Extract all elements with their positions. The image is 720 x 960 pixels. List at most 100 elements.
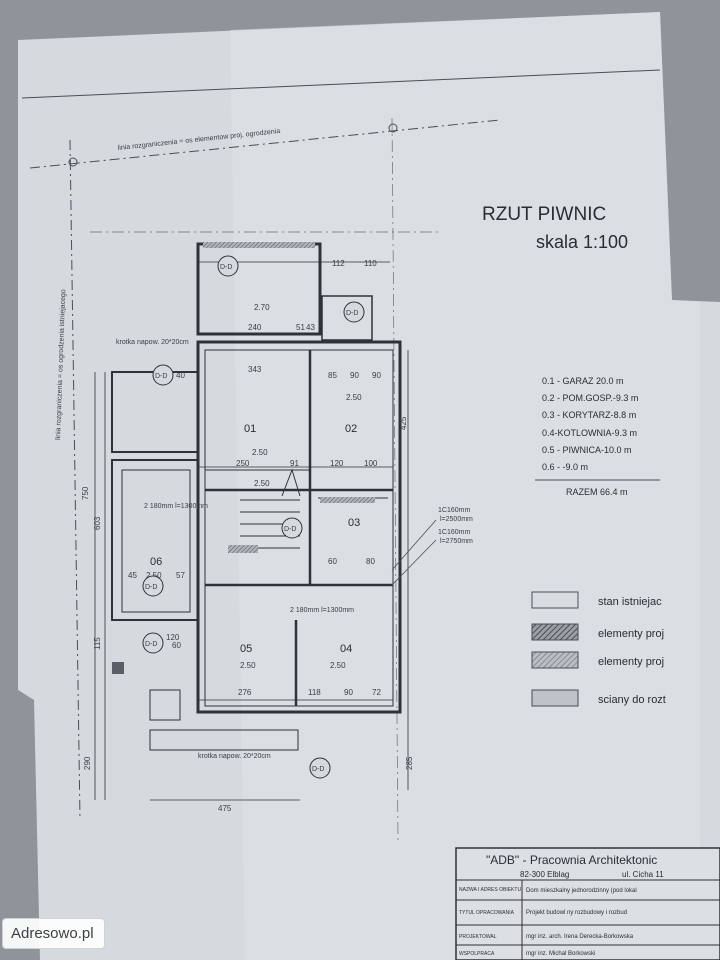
title-block-row-value: Projekt budowl ny rozbudowy i rozbud	[526, 910, 627, 916]
dimension: 100	[364, 459, 378, 468]
dimension: 250	[236, 459, 250, 468]
wing-inner	[121, 469, 191, 613]
title-block-street: ul. Cicha 11	[622, 870, 664, 879]
room-area-item: 0.1 - GARAZ 20.0 m	[542, 376, 624, 386]
legend-label: elementy proj	[598, 656, 664, 668]
lightwell	[149, 729, 299, 751]
dimension: 118	[308, 688, 321, 697]
plan-note: 2 180mm l=1300mm	[144, 503, 208, 510]
paper-fold	[230, 12, 700, 960]
grid-marker	[388, 123, 398, 133]
room-label-02: 02	[345, 423, 357, 435]
dimension: 72	[372, 688, 381, 697]
legend-label: stan istniejac	[598, 596, 662, 608]
dimension: 40	[176, 371, 185, 380]
dimension: 240	[248, 323, 262, 332]
room-label-04: 04	[340, 643, 352, 655]
section-markers	[142, 255, 365, 779]
title-block-firm: "ADB" - Pracownia Architektonic	[486, 853, 657, 867]
title-block-city: 82-300 Elblag	[520, 870, 569, 879]
section-label: D-D	[145, 584, 157, 591]
dimension: 120	[330, 459, 344, 468]
room-area-item: 0.6 - -9.0 m	[542, 462, 588, 472]
room-label-06: 06	[150, 556, 162, 568]
title-block-row-label: WSPOLPRACA	[459, 951, 495, 957]
axis-vertical	[391, 117, 399, 841]
section-marker	[217, 255, 239, 277]
watermark-logo: Adresowo.pl	[2, 918, 105, 949]
section-marker	[142, 632, 164, 654]
level-label: 2.50	[146, 571, 162, 580]
section-label: D-D	[155, 373, 167, 380]
terrace-steps	[321, 295, 373, 341]
dimension: 43	[306, 323, 315, 332]
dimension: 85	[328, 371, 337, 380]
legend: stan istniejac elementy proj elementy pr…	[531, 591, 666, 707]
level-label: 2.50	[252, 448, 268, 457]
room-area-item: 0.5 - PIWNICA-10.0 m	[542, 445, 632, 455]
title-block-row-label: TYTUL OPRACOWANIA	[459, 910, 515, 916]
dimension: 60	[172, 641, 181, 650]
title-block-row-label: PROJEKTOWAL	[459, 934, 497, 940]
dimension: 90	[372, 371, 381, 380]
level-label: 2.50	[240, 661, 256, 670]
title-block-frame	[455, 847, 720, 960]
leader-line	[391, 519, 437, 571]
dimension: 110	[364, 259, 377, 268]
boundary-line-vertical	[69, 139, 81, 821]
lintel-sub: l=2500mm	[440, 516, 473, 523]
dimension: 285	[405, 756, 414, 770]
inner-wall-line	[204, 349, 394, 707]
boiler-unit	[112, 662, 124, 674]
plan-scale: skala 1:100	[536, 232, 628, 252]
section-marker	[309, 757, 331, 779]
level-label: 2.50	[346, 393, 362, 402]
title-block-row-value: mgr inz. arch. Irena Derecka-Borkowska	[526, 934, 634, 940]
dimension: 90	[344, 688, 353, 697]
dimension: 115	[93, 637, 102, 650]
dimension: 290	[83, 756, 92, 770]
legend-label: elementy proj	[598, 628, 664, 640]
dimension: 60	[328, 557, 337, 566]
wing-room-06	[111, 459, 199, 621]
section-marker	[152, 364, 174, 386]
dimension: 750	[81, 486, 90, 500]
lintel-sub: l=2750mm	[440, 538, 473, 545]
section-label: D-D	[312, 766, 324, 773]
dimension: 276	[238, 688, 252, 697]
leader-line	[391, 539, 437, 586]
dimension: 91	[290, 459, 299, 468]
title-block: "ADB" - Pracownia Architektonic 82-300 E…	[455, 847, 720, 960]
dimension: 2.70	[254, 303, 270, 312]
plan-note: 2 180mm l=1300mm	[290, 607, 354, 614]
dimension: 51	[296, 323, 305, 332]
room-area-item: 0.2 - POM.GOSP.-9.3 m	[542, 393, 638, 403]
room-area-item: 0.4-KOTLOWNIA-9.3 m	[542, 428, 637, 438]
section-marker	[343, 301, 365, 323]
grid-marker	[68, 157, 78, 167]
level-label: 2.50	[330, 661, 346, 670]
plan-title: RZUT PIWNIC	[482, 204, 606, 225]
room-label-03: 03	[348, 517, 360, 529]
hatched-wall	[203, 242, 315, 248]
dimension: 475	[218, 804, 232, 813]
dimension: 425	[399, 416, 408, 430]
lintel-label: 1C160mm	[438, 507, 470, 514]
room-label-01: 01	[244, 423, 256, 435]
dimension: 343	[248, 365, 262, 374]
legend-swatch	[531, 591, 579, 609]
dimension: 57	[176, 571, 185, 580]
legend-label: sciany do rozt	[598, 694, 666, 706]
room-area-list: 0.1 - GARAZ 20.0 m 0.2 - POM.GOSP.-9.3 m…	[535, 376, 660, 497]
title-block-row-value: Dom mieszkalny jednorodzinny (pod lokal	[526, 888, 637, 894]
section-marker	[142, 575, 164, 597]
section-marker	[281, 517, 303, 539]
title-block-row-label: NAZWA I ADRES OBIEKTU	[459, 887, 521, 893]
level-label: 2.50	[254, 479, 270, 488]
room-area-total: RAZEM 66.4 m	[566, 487, 628, 497]
dimension: 120	[166, 633, 180, 642]
dimension: 603	[93, 516, 102, 530]
plan-note: krotka napow. 20*20cm	[198, 753, 271, 760]
room-area-item: 0.3 - KORYTARZ-8.8 m	[542, 410, 636, 420]
